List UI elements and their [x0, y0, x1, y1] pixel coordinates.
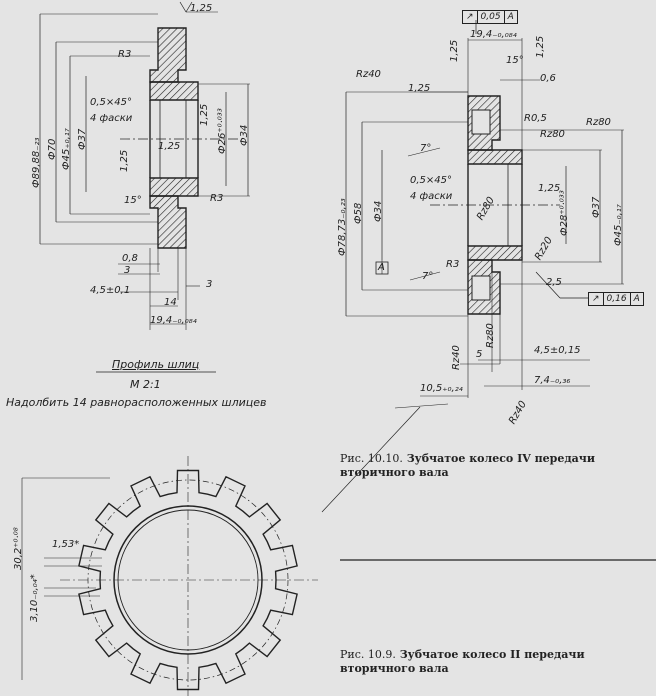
tolerance-datum-bottom: A — [633, 294, 640, 304]
roughness-125-d: 1,25 — [538, 183, 561, 194]
dim-3-b: 3 — [206, 279, 213, 290]
angle-7-a: 7° — [420, 143, 432, 154]
chamfer-note: 4 фаски — [90, 113, 133, 124]
roughness-125-c: 1,25 — [408, 83, 431, 94]
radius-0-5: R0,5 — [524, 113, 547, 124]
caption-fig-10-10: Рис. 10.10. Зубчатое колесо IV передачи … — [340, 452, 630, 480]
diameter-28-right: Ф28⁺⁰·⁰³³ — [559, 190, 570, 236]
tolerance-datum-top: A — [507, 12, 514, 22]
runout-icon: ↗ — [463, 11, 478, 23]
dim-4-5: 4,5±0,1 — [90, 285, 131, 296]
roughness-left-vertical: 1,25 — [119, 149, 130, 172]
roughness-rz40-b: Rz40 — [451, 345, 462, 370]
tolerance-value-bottom: 0,16 — [604, 293, 631, 305]
roughness-rz80-b: Rz80 — [586, 117, 611, 128]
caption-fig-10-9-text: Зубчатое колесо II передачи вторичного в… — [340, 648, 585, 675]
diameter-37-left: Ф37 — [77, 128, 88, 150]
dim-2-5: 2,5 — [546, 277, 562, 288]
runout-icon: ↗ — [589, 293, 604, 305]
roughness-rz40-top: Rz40 — [356, 69, 381, 80]
dim-3-a: 3 — [124, 265, 131, 276]
caption-fig-10-9-number: Рис. 10.9. — [340, 648, 396, 661]
tolerance-value-top: 0,05 — [478, 11, 505, 23]
right-gear-section — [345, 20, 624, 398]
diameter-37-right: Ф37 — [591, 196, 602, 218]
diameter-58-right: Ф58 — [353, 202, 364, 224]
diameter-34-right: Ф34 — [373, 200, 384, 222]
diameter-45-right: Ф45₋₀,₁₇ — [613, 204, 624, 246]
dim-1-53: 1,53* — [52, 539, 80, 550]
dim-3-10: 3,10₋₀,₀₄* — [29, 574, 40, 622]
roughness-125-b: 1,25 — [535, 35, 546, 58]
angle-15-right: 15° — [506, 55, 524, 66]
caption-fig-10-10-text: Зубчатое колесо IV передачи вторичного в… — [340, 452, 596, 479]
spline-scale: М 2:1 — [130, 378, 161, 391]
left-gear-section — [39, 1, 250, 330]
dim-19-4-left: 19,4₋₀,₀₈₄ — [150, 315, 197, 326]
radius-label-r3-bottom: R3 — [210, 193, 224, 204]
spline-note: Надолбить 14 равнорасположенных шлицев — [6, 396, 267, 409]
dim-14: 14 — [164, 297, 177, 308]
radius-r3-right: R3 — [446, 259, 460, 270]
spline-profile — [21, 371, 449, 696]
roughness-mid-left: 1,25 — [158, 141, 181, 152]
dim-0-6: 0,6 — [540, 73, 556, 84]
spline-profile-title: Профиль шлиц — [112, 358, 200, 371]
diameter-34-left: Ф34 — [239, 124, 250, 146]
angle-7-b: 7° — [422, 271, 434, 282]
diameter-45-left: Ф45₊₀,₁₇ — [61, 128, 72, 170]
dim-4-5-right: 4,5±0,15 — [534, 345, 581, 356]
diameter-outer-left: Ф89,88₋₂₃ — [31, 137, 42, 188]
dim-10-5: 10,5₊₀,₂₄ — [420, 383, 463, 394]
roughness-right-vertical: 1,25 — [199, 103, 210, 126]
roughness-rz80-a: Rz80 — [540, 129, 565, 140]
radius-label-r3-top: R3 — [118, 49, 132, 60]
roughness-125-a: 1,25 — [449, 39, 460, 62]
dim-0-8: 0,8 — [122, 253, 138, 264]
dim-19-4-right: 19,4₋₀,₀₈₄ — [470, 29, 517, 40]
chamfer-label-right: 0,5×45° — [410, 175, 453, 186]
caption-fig-10-10-number: Рис. 10.10. — [340, 452, 403, 465]
diameter-26-left: Ф26⁺⁰·⁰³³ — [217, 108, 228, 154]
dim-30-2: 30,2⁺⁰·⁰⁸ — [13, 527, 24, 570]
roughness-rz80-d: Rz80 — [485, 323, 496, 348]
chamfer-label: 0,5×45° — [90, 97, 133, 108]
angle-15-left: 15° — [124, 195, 142, 206]
datum-a-label: A — [378, 262, 385, 273]
dim-5: 5 — [476, 349, 483, 360]
diameter-78-right: Ф78,73₋₀,₂₃ — [337, 198, 348, 256]
diameter-70-left: Ф70 — [47, 138, 58, 160]
chamfer-note-right: 4 фаски — [410, 191, 453, 202]
dim-7-4: 7,4₋₀,₃₆ — [534, 375, 571, 386]
caption-fig-10-9: Рис. 10.9. Зубчатое колесо II передачи в… — [340, 648, 630, 676]
roughness-top-left: 1,25 — [190, 3, 213, 14]
